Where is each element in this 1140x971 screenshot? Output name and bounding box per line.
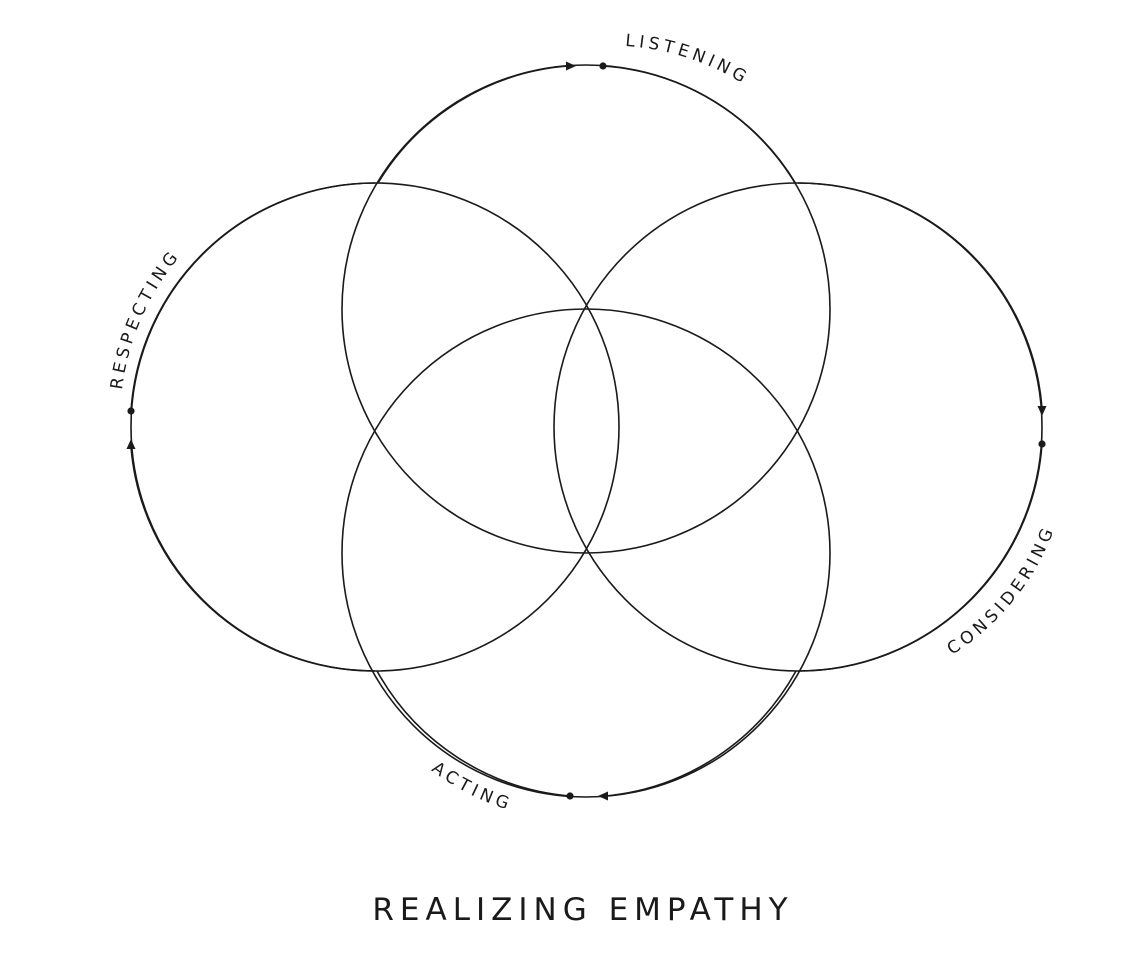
- circle-right: [553, 182, 1043, 672]
- dot-acting: [566, 792, 574, 800]
- arrowhead-top-icon: [566, 61, 576, 71]
- flow-arc-right-lower: [797, 443, 1043, 672]
- label-listening: LISTENING: [625, 31, 754, 89]
- arrowhead-right-icon: [1037, 406, 1047, 416]
- arrowhead-left-icon: [126, 439, 136, 449]
- label-considering: CONSIDERING: [944, 522, 1060, 659]
- label-respecting: RESPECTING: [107, 245, 185, 390]
- dot-listening: [599, 62, 607, 70]
- arrowhead-bottom-icon: [598, 791, 608, 801]
- dot-considering: [1038, 440, 1046, 448]
- flow-arc-top-right: [602, 65, 797, 185]
- flow-arc-top: [377, 65, 569, 184]
- flow-arc-bottom-left: [376, 670, 571, 797]
- flow-arcs: [130, 65, 1043, 797]
- flow-arc-right: [797, 182, 1043, 409]
- flow-arc-left-upper: [130, 182, 376, 412]
- circle-bottom: [341, 308, 831, 798]
- diagram-title: REALIZING EMPATHY: [372, 892, 793, 928]
- dot-respecting: [127, 407, 135, 415]
- circle-top: [341, 64, 831, 554]
- circle-left: [130, 182, 620, 672]
- flow-arc-left: [130, 446, 376, 672]
- flow-arc-bottom: [605, 670, 797, 797]
